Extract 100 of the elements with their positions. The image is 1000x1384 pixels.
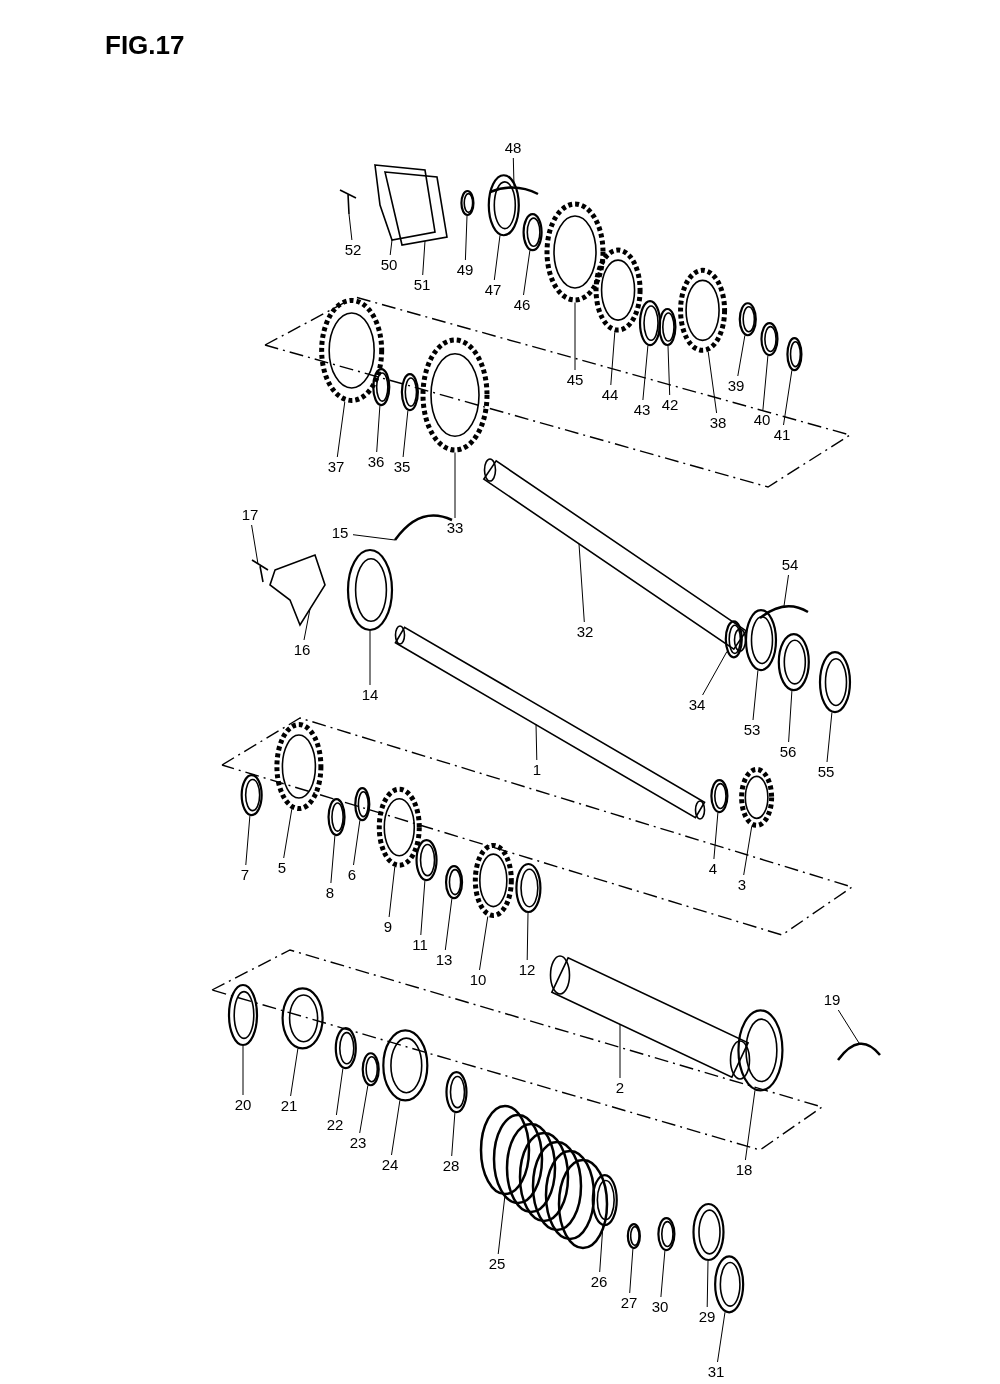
callout-number: 41 — [773, 427, 791, 443]
leader-line — [283, 808, 293, 859]
leader-line — [762, 355, 769, 411]
callout-number: 23 — [349, 1135, 367, 1151]
ring-drawing — [240, 773, 263, 817]
leader-line — [512, 157, 515, 187]
callout-number: 36 — [367, 454, 385, 470]
shaft-drawing — [549, 955, 751, 1080]
gear-drawing — [472, 842, 514, 918]
leader-line — [743, 826, 753, 876]
callout-number: 53 — [743, 722, 761, 738]
leader-line — [454, 452, 456, 519]
ring-drawing — [638, 300, 662, 347]
callout-number: 42 — [661, 397, 679, 413]
leader-line — [578, 543, 585, 623]
ring-drawing — [738, 302, 757, 337]
leader-line — [376, 405, 381, 453]
leader-line — [660, 1250, 666, 1298]
callout-number: 10 — [469, 972, 487, 988]
callout-number: 38 — [709, 415, 727, 431]
ring-drawing — [382, 1029, 429, 1102]
leader-line — [523, 250, 531, 296]
leader-line — [251, 524, 259, 565]
callout-number: 5 — [277, 860, 287, 876]
callout-number: 50 — [380, 257, 398, 273]
callout-number: 2 — [615, 1080, 625, 1096]
callout-number: 1 — [532, 762, 542, 778]
leader-line — [526, 912, 529, 961]
leader-line — [353, 819, 361, 866]
ring-drawing — [372, 367, 391, 407]
leader-line — [330, 835, 336, 884]
leader-line — [783, 369, 793, 426]
gear-drawing — [593, 247, 643, 333]
leader-line — [826, 712, 833, 763]
callout-number: 49 — [456, 262, 474, 278]
ring-drawing — [657, 1216, 676, 1252]
bolt-drawing — [251, 559, 269, 583]
leader-line — [713, 812, 719, 860]
callout-number: 21 — [280, 1098, 298, 1114]
leader-line — [706, 1260, 709, 1308]
ring-drawing — [361, 1052, 380, 1087]
callout-number: 6 — [347, 867, 357, 883]
gear-drawing — [274, 722, 324, 812]
ring-drawing — [724, 620, 743, 659]
leader-line — [788, 690, 793, 743]
ring-drawing — [415, 838, 438, 882]
ring-drawing — [354, 787, 371, 822]
ring-drawing — [591, 1173, 618, 1227]
callout-number: 7 — [240, 867, 250, 883]
callout-number: 47 — [484, 282, 502, 298]
shaft-drawing — [394, 625, 706, 820]
leader-line — [348, 213, 353, 241]
leader-line — [402, 410, 409, 458]
leader-line — [783, 574, 789, 607]
leader-line — [479, 916, 489, 971]
plate-drawing — [374, 164, 436, 241]
circlip-drawing — [489, 186, 539, 196]
callout-number: 27 — [620, 1295, 638, 1311]
callout-number: 40 — [753, 412, 771, 428]
ring-drawing — [710, 778, 729, 814]
leader-line — [837, 1009, 860, 1044]
callout-number: 3 — [737, 877, 747, 893]
callout-number: 18 — [735, 1162, 753, 1178]
leader-line — [335, 1068, 344, 1116]
gear-drawing — [739, 766, 775, 828]
leader-line — [242, 1045, 244, 1096]
leader-line — [642, 345, 649, 401]
callout-number: 35 — [393, 459, 411, 475]
leader-line — [245, 815, 251, 866]
leader-line — [667, 345, 671, 396]
callout-number: 55 — [817, 764, 835, 780]
ring-drawing — [444, 865, 464, 900]
gear-drawing — [319, 297, 385, 403]
leader-line — [464, 215, 468, 261]
callout-number: 12 — [518, 962, 536, 978]
ring-drawing — [445, 1070, 468, 1114]
callout-number: 25 — [488, 1256, 506, 1272]
leader-line — [451, 1112, 456, 1157]
ring-drawing — [281, 987, 324, 1050]
leader-line — [444, 898, 453, 951]
leader-line — [388, 866, 396, 918]
leader-line — [717, 1311, 726, 1363]
callout-number: 11 — [412, 937, 428, 953]
callout-number: 16 — [293, 642, 311, 658]
callout-number: 4 — [708, 861, 718, 877]
callout-number: 13 — [435, 952, 453, 968]
ring-drawing — [515, 862, 542, 914]
ring-drawing — [658, 307, 677, 347]
ring-drawing — [487, 174, 520, 237]
leader-line — [336, 401, 346, 458]
callout-number: 39 — [727, 378, 745, 394]
ring-drawing — [818, 651, 852, 714]
leader-line — [369, 630, 371, 686]
bolt-drawing — [339, 189, 357, 215]
callout-number: 52 — [344, 242, 362, 258]
ring-drawing — [460, 189, 475, 217]
leader-line — [391, 1099, 401, 1156]
ring-drawing — [777, 632, 810, 692]
gear-drawing — [678, 267, 728, 353]
callout-number: 43 — [633, 402, 651, 418]
